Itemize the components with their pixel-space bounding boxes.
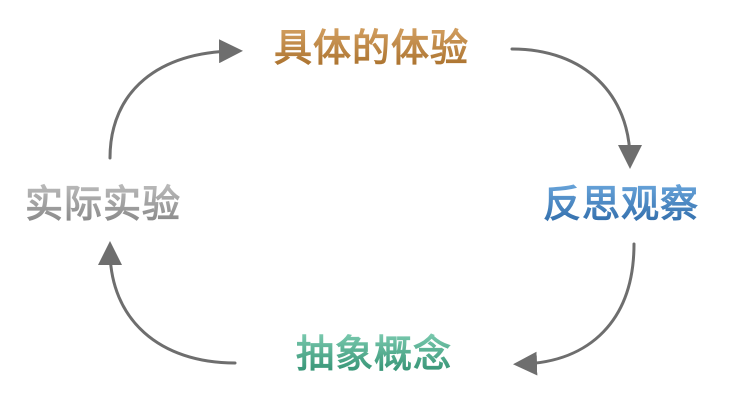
arrow-bottom-to-left — [98, 241, 237, 365]
arrow-right-to-bottom — [513, 242, 636, 376]
node-reflective-observation: 反思观察 — [543, 182, 700, 226]
arrow-top-to-right — [510, 47, 642, 169]
node-active-experimentation: 实际实验 — [25, 182, 182, 226]
node-concrete-experience: 具体的体验 — [274, 26, 470, 70]
node-abstract-conceptualization: 抽象概念 — [296, 332, 453, 376]
arrow-left-to-top — [108, 39, 243, 160]
